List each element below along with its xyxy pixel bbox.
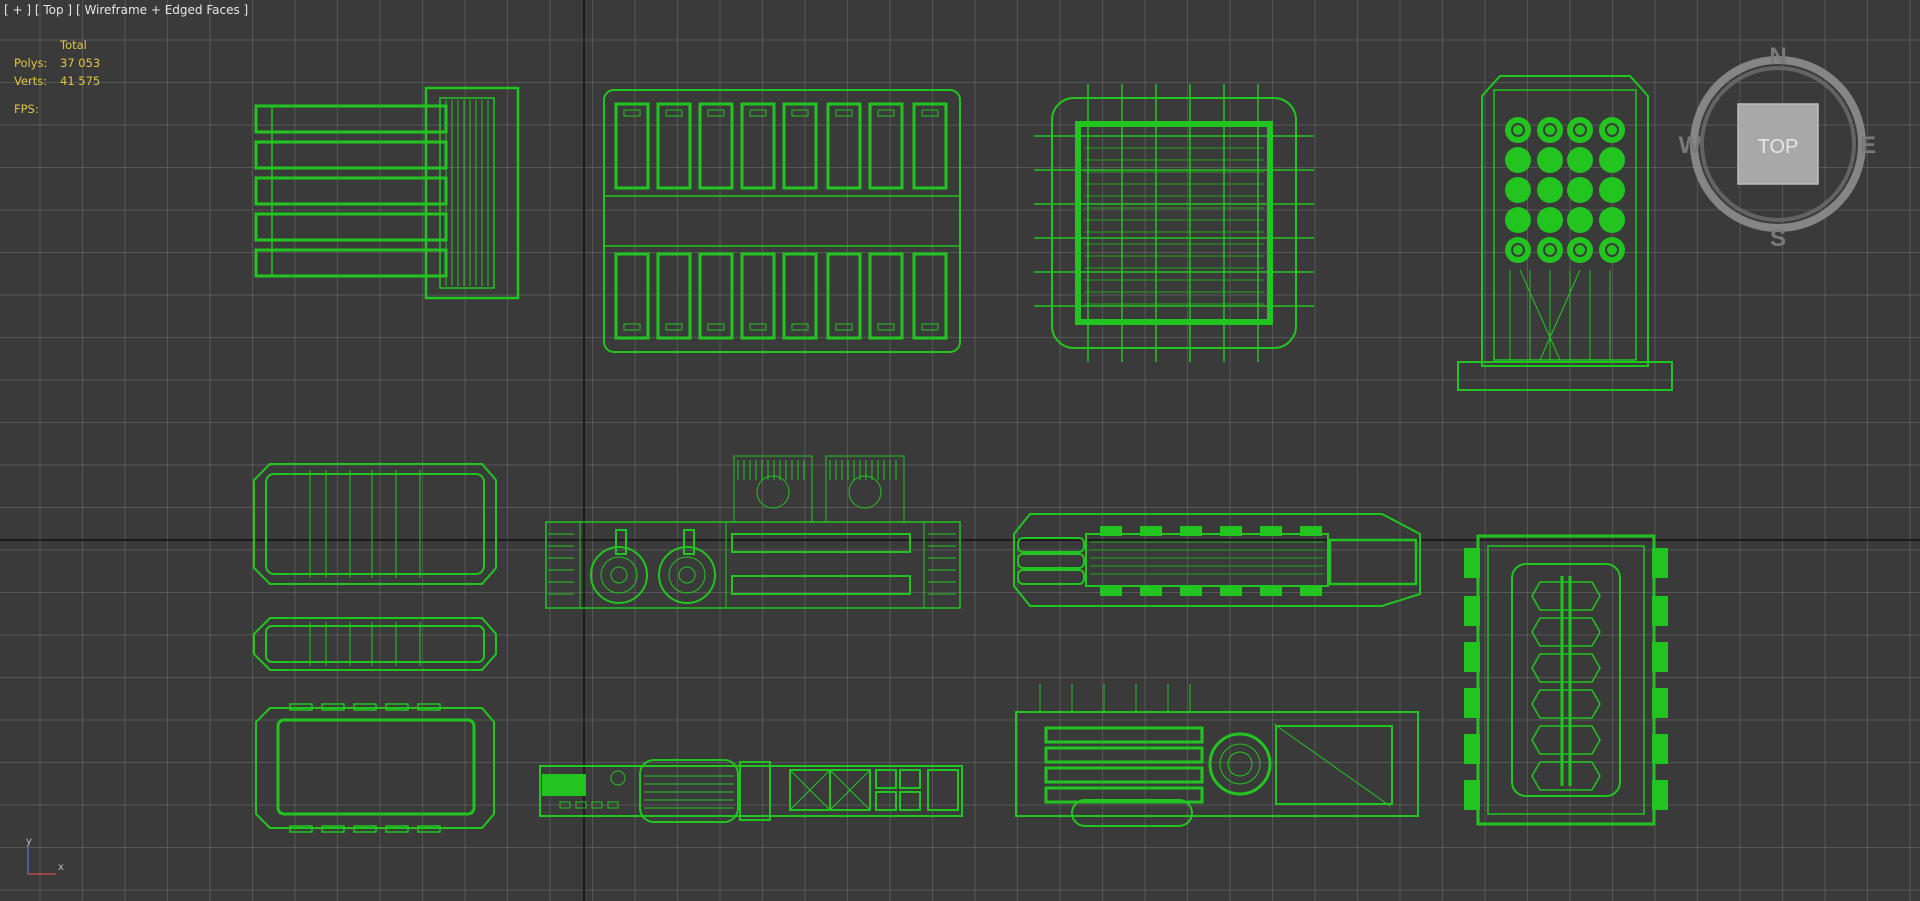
viewport-point-of-view[interactable]: [ Top ] — [34, 3, 73, 17]
wireframe-object-disc-tower[interactable] — [1457, 75, 1673, 391]
wireframe-object-tray-frame[interactable] — [255, 703, 495, 833]
verts-label: Verts: — [14, 74, 48, 88]
polys-label: Polys: — [14, 56, 48, 70]
axis-y-label: y — [26, 836, 32, 847]
wireframe-object-tray-large[interactable] — [253, 463, 497, 585]
viewcube-top-label: TOP — [1758, 136, 1799, 158]
wireframe-object-vent-grid[interactable] — [1034, 84, 1314, 362]
wireframe-object-reel-console[interactable] — [545, 455, 961, 609]
wireframe-object-rack[interactable] — [254, 86, 520, 300]
wireframe-object-ribbed-capsule[interactable] — [1013, 513, 1421, 607]
compass-north[interactable]: N — [1769, 43, 1786, 70]
viewcube-top-face[interactable]: TOP — [1737, 103, 1819, 185]
wireframe-object-device-bar[interactable] — [539, 759, 963, 823]
wireframe-object-cell-bank[interactable] — [603, 89, 961, 353]
wireframe-object-drawer-unit[interactable] — [1015, 684, 1419, 827]
axis-gizmo: y x — [26, 836, 64, 875]
viewport-statistics: Total Polys: 37 053 Verts: 41 575 FPS: — [14, 36, 100, 118]
wireframe-object-tray-slim[interactable] — [253, 617, 497, 671]
compass-west[interactable]: W — [1679, 132, 1702, 159]
viewport-menu-plus[interactable]: [ + ] — [4, 3, 32, 17]
stats-header: Total — [60, 38, 87, 52]
viewport-shading-mode[interactable]: [ Wireframe + Edged Faces ] — [75, 3, 249, 17]
verts-value: 41 575 — [60, 74, 101, 88]
axis-x-label: x — [58, 862, 64, 873]
viewport-label: [ + ] [ Top ] [ Wireframe + Edged Faces … — [4, 3, 248, 17]
polys-value: 37 053 — [60, 56, 101, 70]
compass-south[interactable]: S — [1770, 225, 1786, 252]
wireframe-object-pod-frame[interactable] — [1464, 534, 1668, 826]
fps-label: FPS: — [14, 102, 39, 116]
viewcube-compass-ring[interactable]: N S W E — [1679, 43, 1876, 252]
compass-east[interactable]: E — [1860, 132, 1876, 159]
